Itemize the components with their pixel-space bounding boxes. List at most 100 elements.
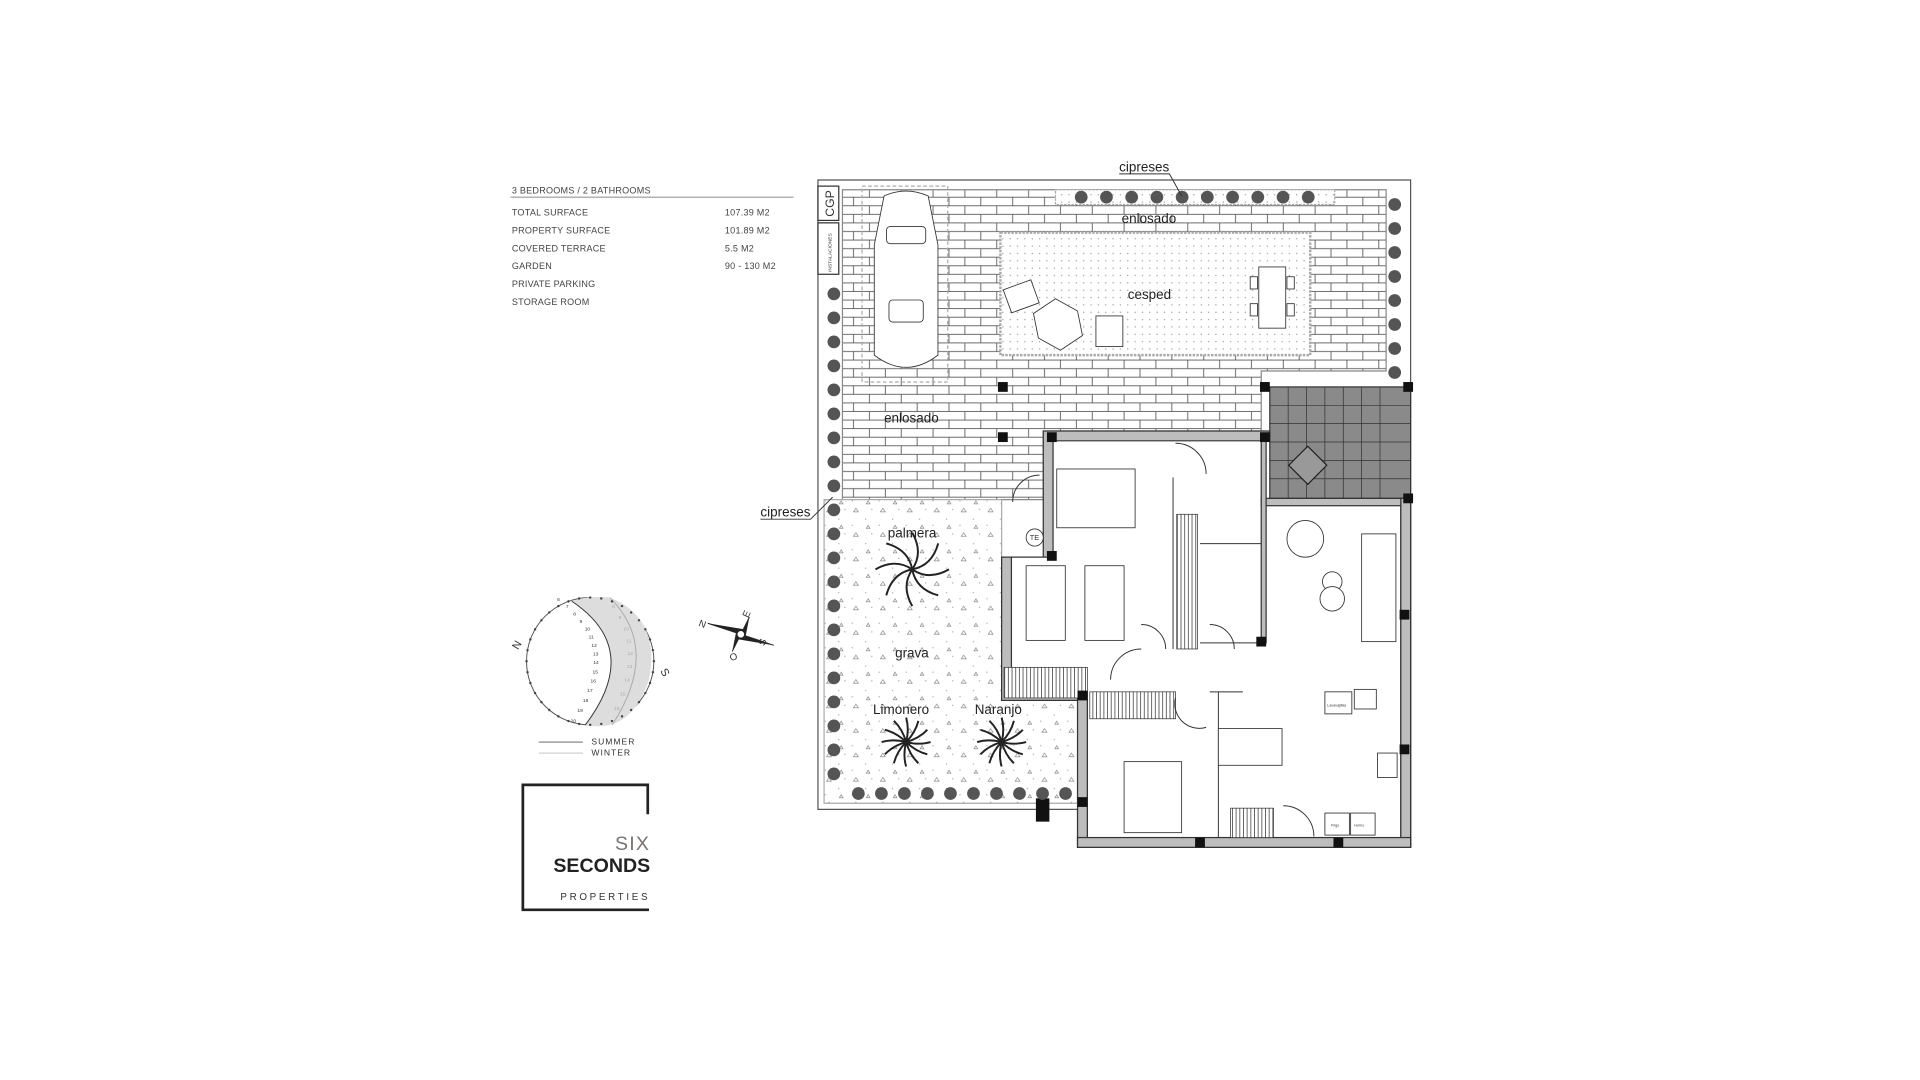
orange-tree-icon [976,717,1027,767]
sun-path-dot [620,604,624,608]
cgp-label: CGP [823,190,837,217]
cypress-tree-icon [827,647,841,661]
compass-o: O [728,651,739,664]
sun-path-dot [648,681,652,685]
kitchen-label: Frigo [1331,824,1339,828]
summer-hour-label: 12 [591,643,597,649]
cypress-tree-icon [1036,787,1049,800]
cypress-tree-icon [827,671,841,685]
sun-path-dot [567,719,570,723]
sun-path-dot [588,723,592,727]
sun-path-dot [567,600,570,603]
cypress-tree-icon [1200,190,1214,204]
sun-path-dot [533,691,537,695]
te-icon [1025,528,1044,547]
gravel-garden [823,498,1079,804]
sun-path-dot [610,600,614,603]
summer-hour-label: 17 [587,688,593,694]
instalaciones-box [817,222,840,275]
cypress-tree-icon [1388,246,1402,259]
summer-hour-label: 9 [580,619,583,625]
house: Lavavajillas Frigo Horno TE [997,382,1414,848]
te-label: TE [1030,533,1039,542]
cypress-tree-icon [1301,190,1315,204]
spec-label: PROPERTY SURFACE [512,225,611,235]
compass-e: E [741,609,754,620]
cypress-tree-icon [967,787,980,800]
summer-hour-label: 6 [557,597,560,603]
bed-single-2 [1084,565,1125,641]
cypress-tree-icon [1100,190,1113,204]
summer-hour-label: 11 [589,635,594,641]
sun-path-dot [629,708,633,712]
sun-path-dot [629,611,633,614]
bed-double [1123,761,1183,834]
summer-hour-label: 20 [571,718,577,724]
cypress-tree-icon [1388,270,1402,283]
sun-path-dot [540,619,543,622]
sun-path-dot [526,671,529,674]
logo-properties: PROPERTIES [560,892,650,903]
cypress-tree-icon [1226,190,1239,204]
cypress-tree-icon [1388,222,1402,235]
compass-rose-icon: N E S O [697,609,775,664]
winter-hour-label: 12 [628,651,634,657]
car-icon [861,185,949,383]
cypress-tree-icon [1125,190,1139,204]
summer-hour-label: 8 [573,611,576,617]
sun-path-dot [533,628,537,631]
cypress-trees [827,190,1402,800]
cypress-tree-icon [944,787,957,800]
summer-hour-label: 16 [591,679,597,685]
cypress-tree-icon [1175,190,1189,204]
label-enlosado-left: enlosado [884,410,939,425]
sun-path-dot [637,700,641,704]
sun-path-dot [526,648,529,652]
cypress-tree-icon [827,359,841,373]
cypress-tree-icon [1388,366,1402,379]
cypress-tree-icon [875,787,888,800]
compass-s: S [757,637,770,648]
logo-seconds: SECONDS [553,855,650,877]
lemon-tree-icon [881,717,931,767]
sun-path-dot [557,715,560,718]
cypress-tree-icon [827,551,841,565]
cypress-tree-icon [1388,198,1402,211]
sun-path-dot [600,597,603,600]
cypress-tree-icon [827,575,841,589]
cypress-tree-icon [827,383,841,397]
sun-path-dot [600,722,603,726]
sun-path-dot [610,719,614,723]
instalaciones-label: INSTALACIONES [827,232,833,271]
cypress-tree-icon [827,599,841,613]
kitchen-label: Lavavajillas [1327,704,1346,708]
cypress-tree-icon [827,479,841,493]
cypress-tree-icon [852,787,865,800]
cypress-tree-icon [1059,787,1072,800]
kitchen-label: Horno [1354,824,1364,828]
cypress-tree-icon [1388,294,1402,307]
summer-hour-label: 15 [593,669,599,675]
cypress-tree-icon [827,623,841,637]
label-grava: grava [895,646,929,661]
bed-single-1 [1025,565,1066,641]
spec-label: GARDEN [512,261,552,271]
cypress-tree-icon [1388,318,1402,331]
sun-path-dot [548,708,551,712]
sun-path-dot [529,681,532,685]
winter-hour-label: 16 [614,706,620,712]
cypress-tree-icon [827,719,841,733]
label-cipreses-top: cipreses [1119,159,1169,174]
sun-path-dot [557,604,560,608]
label-naranjo: Naranjo [975,702,1022,717]
sun-path-dot [529,638,532,641]
summer-hour-label: 7 [566,604,569,610]
winter-hour-label: 13 [627,664,633,670]
summer-hour-label: 18 [583,698,589,704]
spec-value: 90 - 130 M2 [725,261,776,271]
cypress-tree-icon [827,527,841,541]
cypress-tree-icon [827,335,841,349]
sun-north-label: N [510,639,524,652]
sun-path-dot [644,628,647,631]
label-enlosado-top: enlosado [1122,211,1177,226]
